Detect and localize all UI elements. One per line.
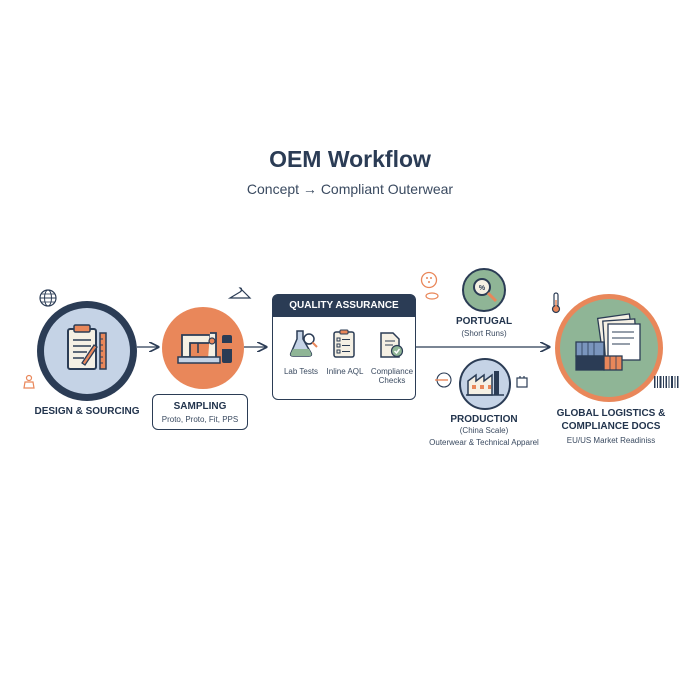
sampling-sub: Proto, Proto, Fit, PPS: [161, 415, 239, 424]
containers-icon: [575, 313, 641, 371]
portugal-label: PORTUGAL: [455, 316, 513, 327]
portugal-sub: (Short Runs): [461, 329, 507, 338]
clipboard-icon: [67, 324, 107, 370]
document-check-icon: [380, 332, 404, 358]
thermometer-icon: [551, 292, 561, 314]
compliance-checks-label-1: Compliance: [370, 367, 414, 376]
tag-icon: [23, 374, 35, 389]
inline-aql-label: Inline AQL: [326, 367, 364, 376]
checklist-icon: [333, 329, 355, 358]
sewing-machine-icon: [177, 332, 232, 364]
hanger-icon: [227, 287, 252, 299]
factory-icon: [466, 371, 504, 396]
sampling-box: SAMPLING Proto, Proto, Fit, PPS: [152, 394, 248, 430]
logistics-sub: EU/US Market Readiniss: [566, 436, 656, 445]
page-subtitle: Concept → Compliant Outerwear: [246, 181, 454, 197]
sampling-label: SAMPLING: [173, 401, 227, 412]
production-label: PRODUCTION: [450, 414, 518, 425]
box-icon: [516, 376, 528, 388]
page-title: OEM Workflow: [269, 146, 431, 172]
design-sourcing-label: DESIGN & SOURCING: [34, 406, 140, 417]
logistics-label-line1: GLOBAL LOGISTICS &: [556, 408, 666, 419]
target-icon: [435, 372, 452, 388]
logistics-label-line2: COMPLIANCE DOCS: [561, 421, 661, 432]
production-note: Outerwear & Technical Apparel: [429, 438, 539, 447]
magnifier-icon: %: [473, 278, 498, 303]
globe-icon: [39, 289, 57, 307]
production-sub: (China Scale): [459, 426, 509, 435]
compliance-checks-label-2: Checks: [378, 376, 406, 385]
flask-icon: [289, 330, 318, 357]
qa-header: QUALITY ASSURANCE: [273, 295, 415, 317]
barcode-icon: [654, 376, 679, 388]
quality-assurance-box: QUALITY ASSURANCE Lab Tests Inline AQL C…: [272, 294, 416, 400]
button-icon: [420, 271, 438, 289]
thread-icon: [425, 292, 439, 300]
lab-tests-label: Lab Tests: [283, 367, 319, 376]
svg-text:%: %: [479, 285, 486, 292]
